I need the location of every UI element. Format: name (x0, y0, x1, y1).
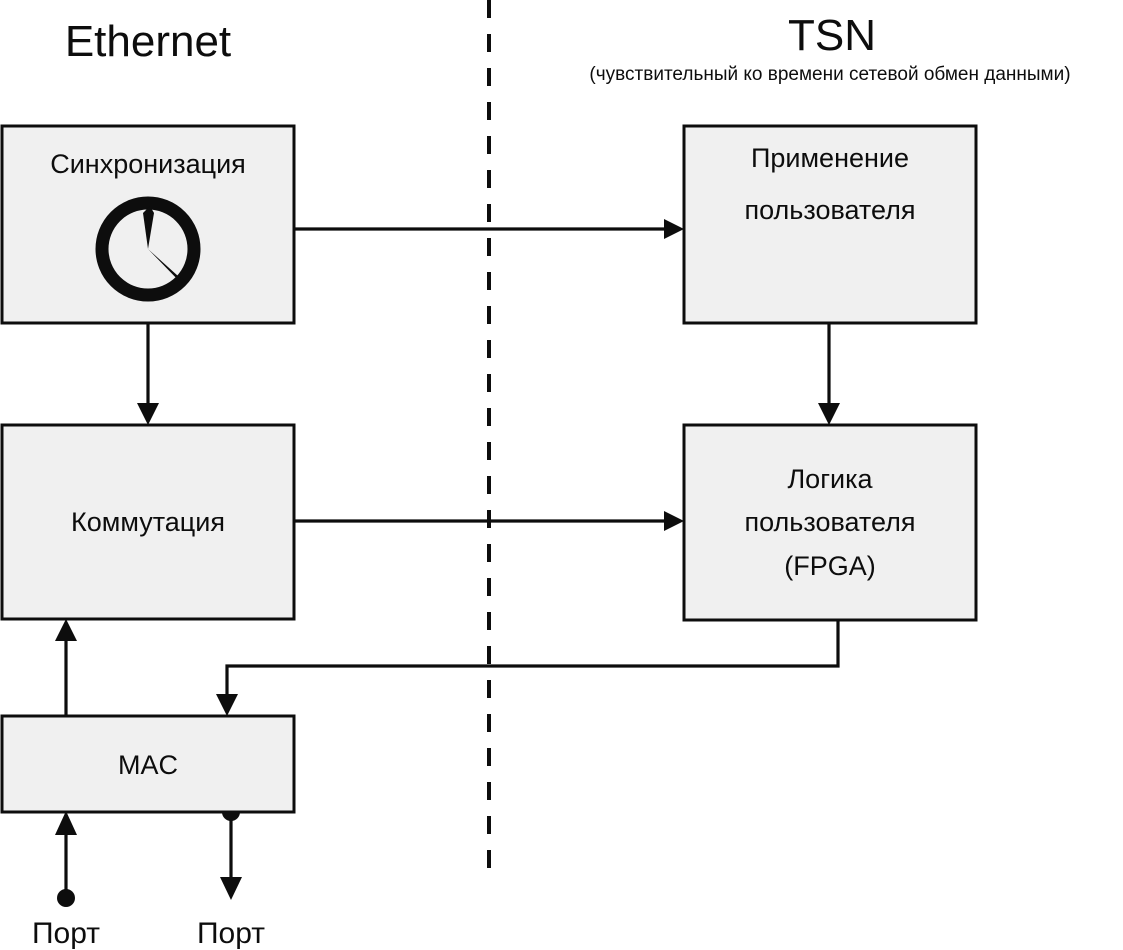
node-user-logic-label-line2: пользователя (745, 507, 916, 537)
edge-sync-to-switching (137, 323, 159, 425)
node-sync[interactable]: Синхронизация (0, 124, 296, 325)
edge-mac-to-switching (55, 619, 77, 716)
node-sync-label: Синхронизация (50, 149, 246, 179)
node-user-application-label-line1: Применение (751, 143, 909, 173)
node-user-application[interactable]: Применение пользователя (682, 124, 978, 325)
node-switching[interactable]: Коммутация (0, 423, 296, 621)
node-user-logic[interactable]: Логика пользователя (FPGA) (682, 423, 978, 622)
node-mac[interactable]: MAC (0, 714, 296, 814)
edge-port-in-to-mac (55, 811, 77, 907)
port-in-label: Порт (32, 917, 100, 950)
port-in-terminal-dot (57, 889, 75, 907)
edge-user-app-to-user-logic (818, 323, 840, 425)
port-out-label: Порт (197, 917, 265, 950)
edge-mac-to-port-out (220, 803, 242, 900)
node-mac-label: MAC (118, 750, 178, 780)
edge-switching-to-user-logic (294, 511, 684, 531)
node-switching-label: Коммутация (71, 507, 225, 537)
node-user-application-label-line2: пользователя (745, 195, 916, 225)
heading-ethernet: Ethernet (65, 17, 231, 66)
node-user-logic-label-line1: Логика (787, 464, 873, 494)
edge-user-logic-to-mac (216, 620, 840, 716)
clock-icon (95, 196, 201, 302)
heading-tsn: TSN (788, 11, 876, 60)
edge-sync-to-user-app (294, 219, 684, 239)
node-user-logic-label-line3: (FPGA) (784, 551, 876, 581)
heading-tsn-subtitle: (чувствительный ко времени сетевой обмен… (589, 64, 1070, 85)
